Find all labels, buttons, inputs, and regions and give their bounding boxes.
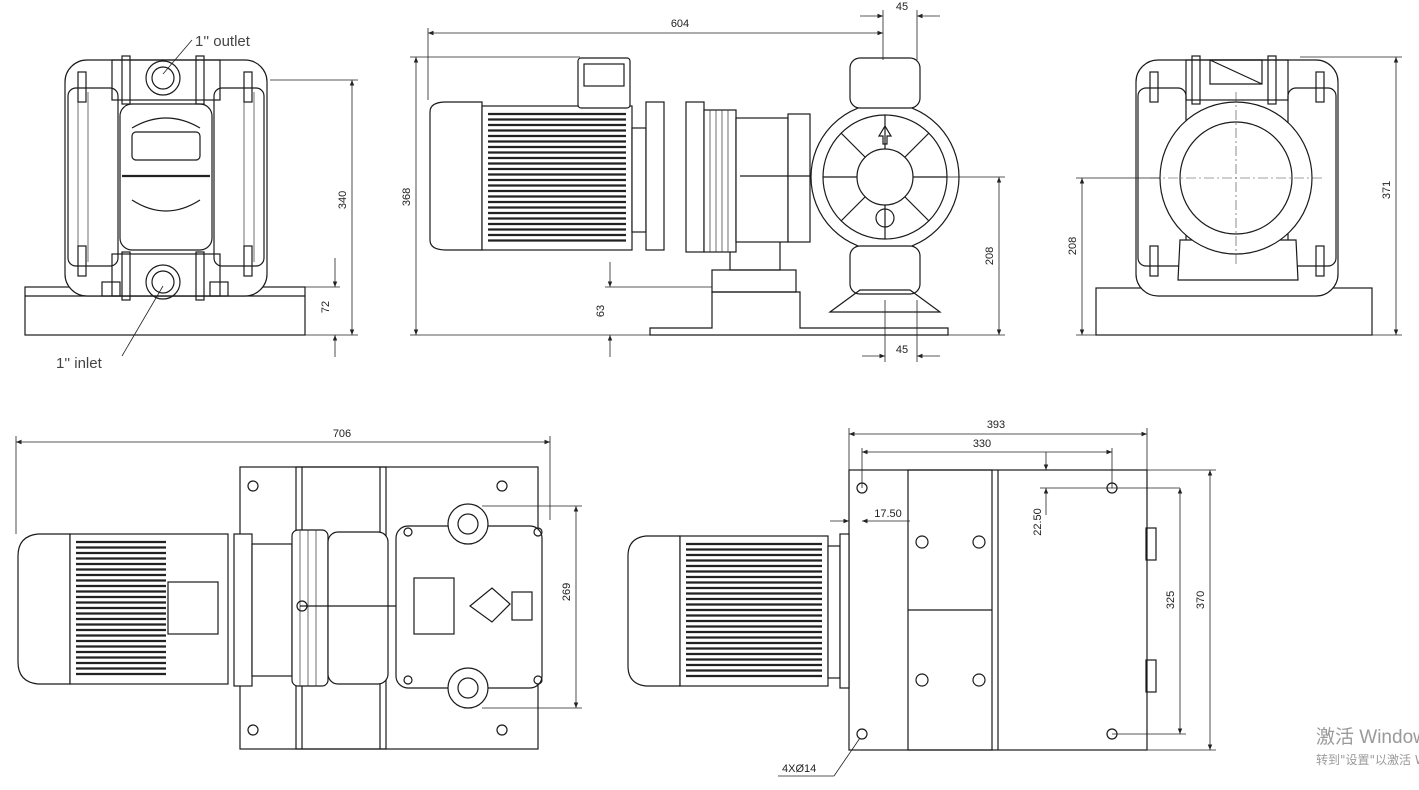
plan-view: 393 330 17.50 22.50 325 370 4XØ14 [627, 419, 1216, 777]
dim-side-bottom-offset: 45 [896, 344, 908, 356]
dim-front-base: 72 [320, 301, 332, 313]
dim-plan-edge-x: 17.50 [874, 508, 902, 520]
plan-motor-fan-cover [627, 535, 681, 687]
dim-plan-edge-y: 22.50 [1032, 508, 1044, 536]
outlet-label: 1'' outlet [195, 33, 251, 50]
dim-plan-width: 393 [987, 419, 1005, 431]
rear-view: 371 208 [1067, 55, 1402, 336]
side-motor-fan-cover [429, 101, 483, 251]
dim-side-length: 604 [671, 18, 689, 30]
dim-rear-height: 371 [1381, 181, 1393, 199]
front-pump-body [64, 59, 268, 297]
dim-plan-depth: 370 [1195, 591, 1207, 609]
watermark-line2: 转到"设置"以激活 Windows。 [1316, 752, 1419, 767]
dim-side-top-offset: 45 [896, 1, 908, 13]
dim-side-outlet-height: 208 [984, 247, 996, 265]
dim-front-height: 340 [337, 191, 349, 209]
dim-top-width: 269 [561, 583, 573, 601]
side-base-bracket [649, 291, 949, 336]
side-view: 604 45 368 63 208 45 [401, 1, 1005, 362]
top-motor-fan-cover [17, 533, 71, 685]
watermark-line1: 激活 Windows [1316, 726, 1419, 748]
dim-top-length: 706 [333, 428, 351, 440]
dim-side-height: 368 [401, 188, 413, 206]
dim-side-base: 63 [595, 305, 607, 317]
dim-plan-hole-spacing: 330 [973, 438, 991, 450]
hole-spec-label: 4XØ14 [782, 763, 816, 775]
top-pump-head [395, 525, 543, 689]
front-view: 340 72 1'' outlet 1'' inlet [24, 33, 358, 372]
inlet-label: 1'' inlet [56, 355, 103, 372]
top-view: 706 269 [15, 428, 582, 750]
side-terminal-box [577, 57, 631, 109]
dim-rear-inlet-height: 208 [1067, 237, 1079, 255]
dim-plan-hole-depth: 325 [1165, 591, 1177, 609]
top-terminal-box [167, 581, 219, 635]
